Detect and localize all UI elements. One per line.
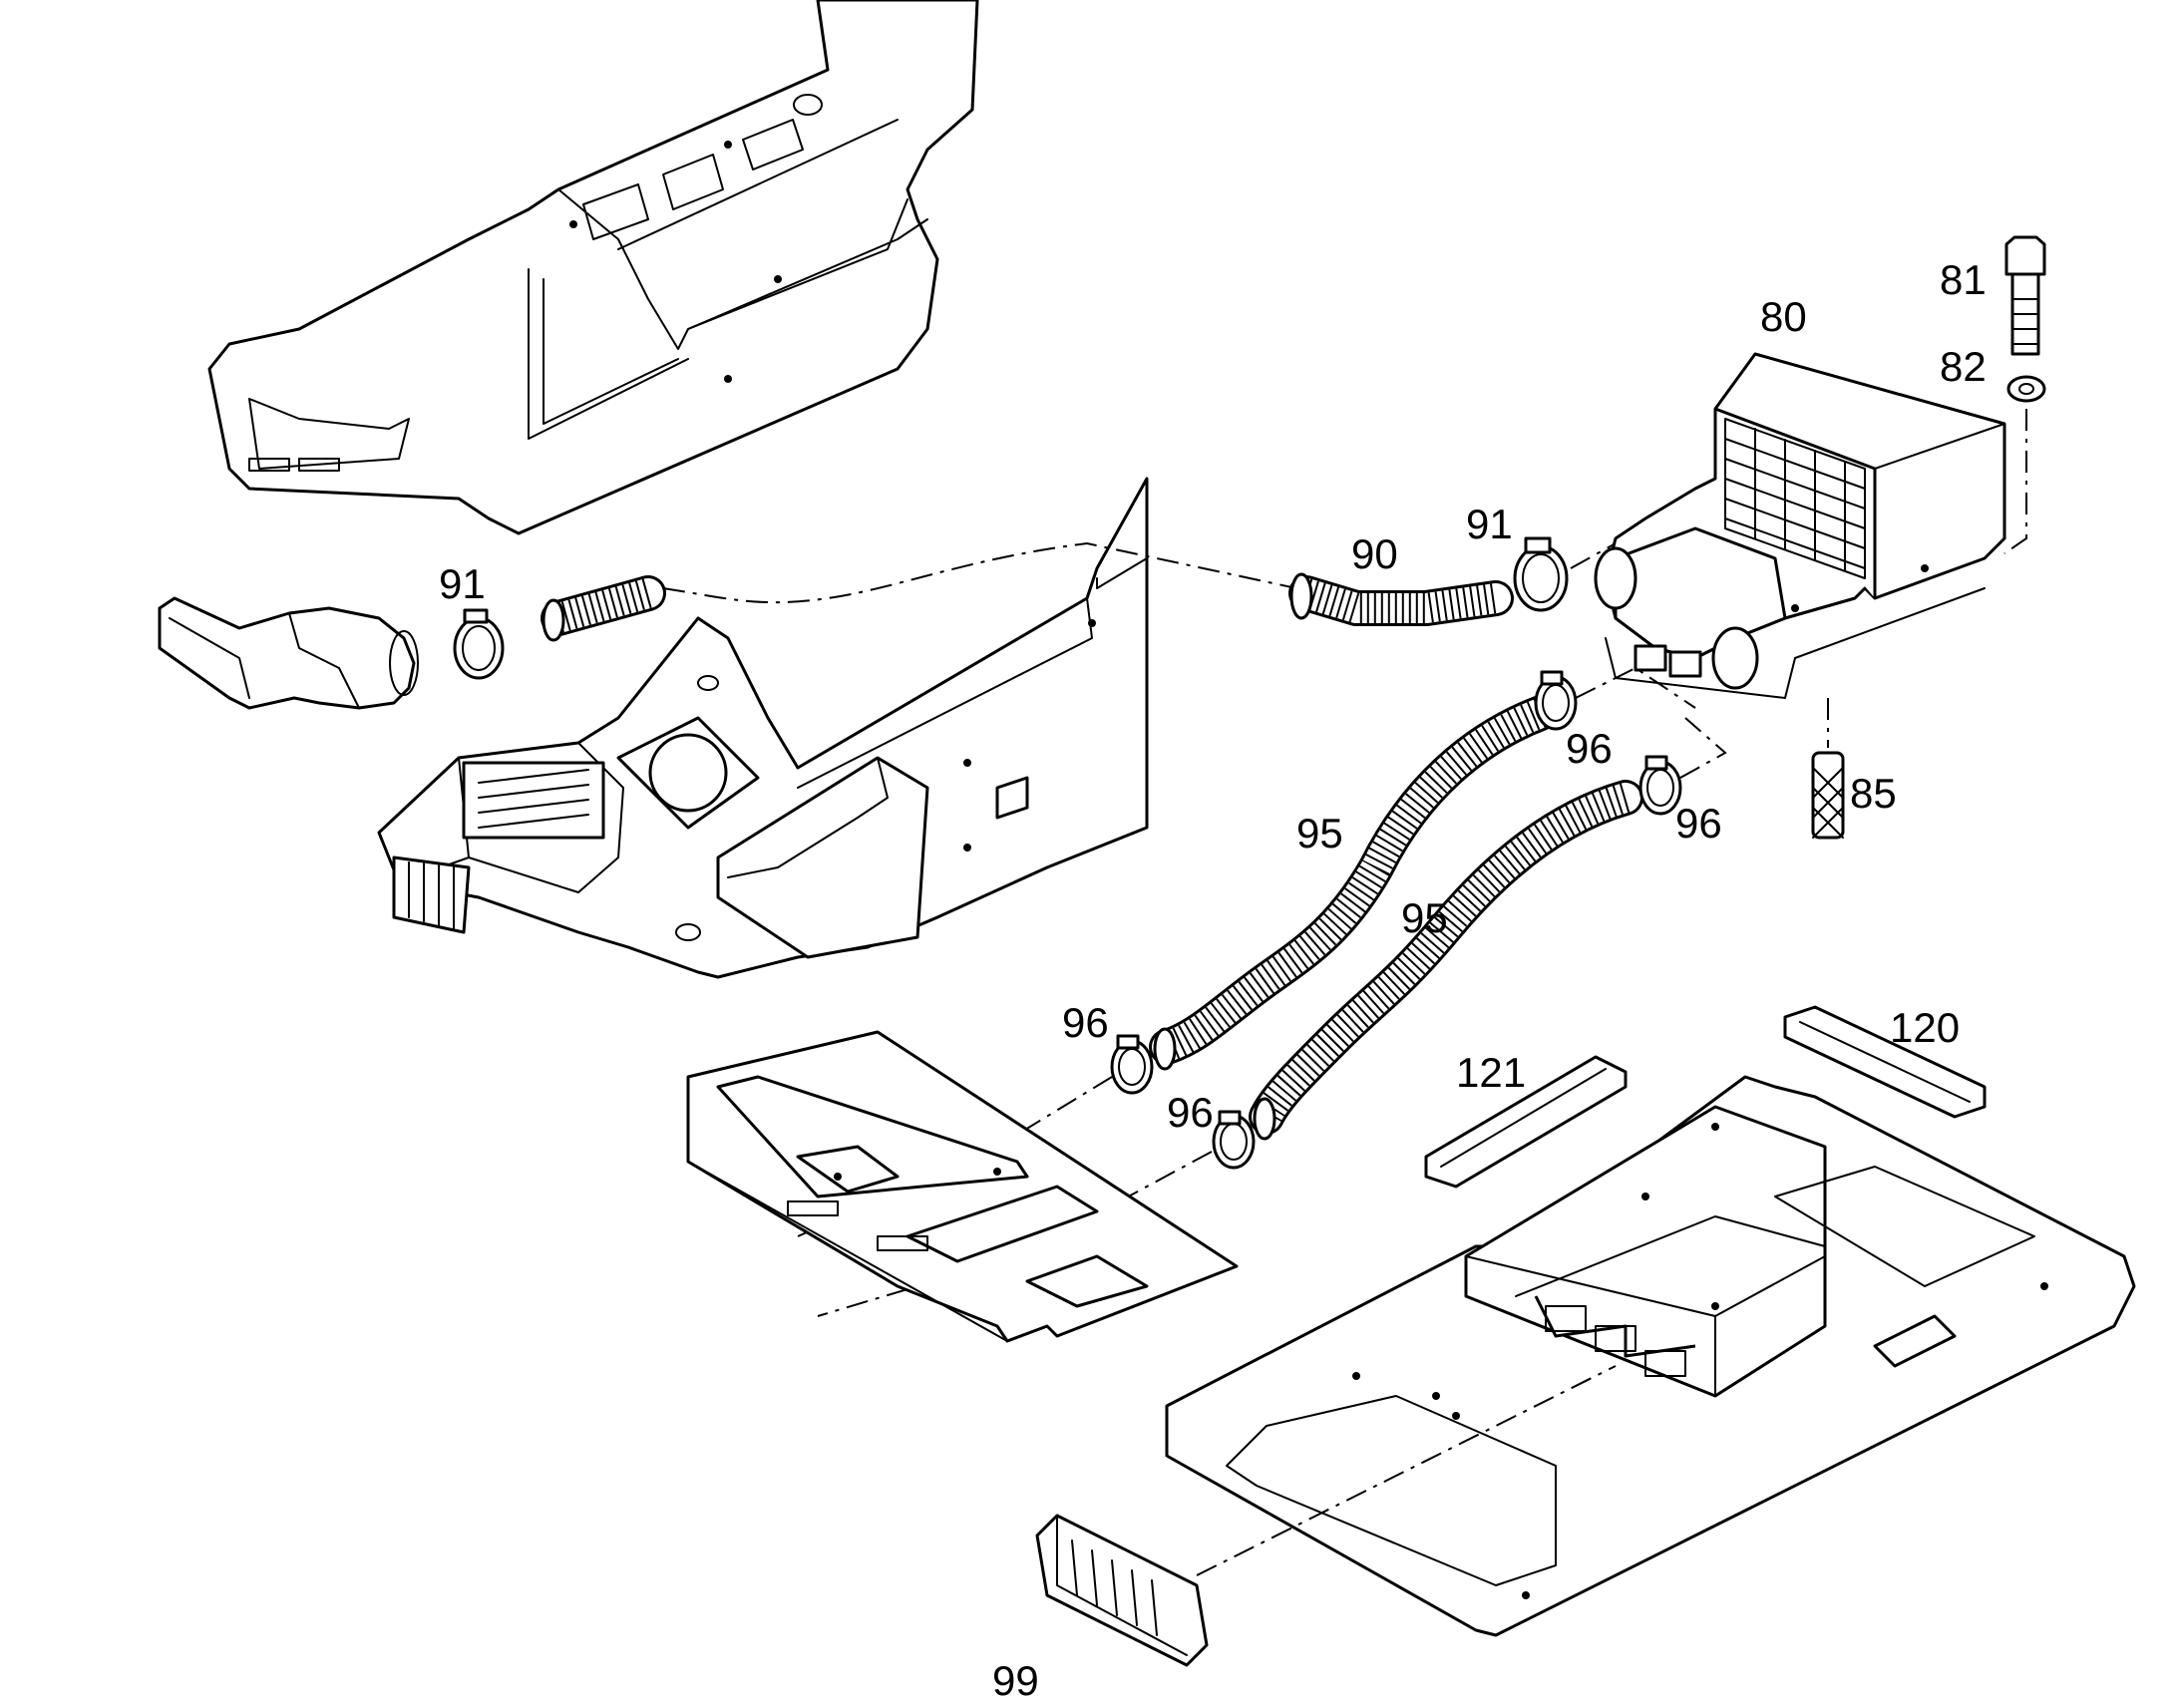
floor-plate-small [686, 1030, 1239, 1343]
bolt-81 [2004, 235, 2046, 356]
callout-96-a: 96 [1566, 725, 1613, 772]
hose-clamp-91-right [1513, 536, 1569, 612]
callout-95-lower: 95 [1401, 894, 1448, 941]
center-console [377, 477, 1149, 979]
callout-91-left: 91 [439, 560, 486, 607]
assembly-line-hose [662, 541, 1297, 604]
floor-plate-large [1165, 1075, 2136, 1637]
heater-unit [1594, 352, 2006, 699]
callout-96-b: 96 [1675, 800, 1722, 847]
callout-80: 80 [1760, 293, 1807, 340]
hose-clamp-96-a [1534, 670, 1578, 731]
hose-90 [1288, 572, 1514, 626]
callout-90: 90 [1351, 530, 1398, 577]
hose-95-lower [1249, 780, 1643, 1141]
washer-82 [2006, 375, 2046, 403]
callout-91-right: 91 [1466, 501, 1513, 547]
callout-95-upper: 95 [1296, 810, 1343, 856]
callout-96-d: 96 [1167, 1089, 1214, 1136]
heater-grille [1724, 418, 1866, 579]
callout-96-c: 96 [1062, 999, 1109, 1046]
seal-strip-121 [1424, 1055, 1628, 1189]
assembly-line-bolt [2003, 409, 2027, 554]
callout-82: 82 [1940, 343, 1987, 390]
console-vent-grille [478, 769, 589, 829]
callout-81: 81 [1940, 256, 1987, 303]
callout-120: 120 [1890, 1004, 1960, 1051]
assembly-line-96a [1575, 666, 1696, 709]
left-air-duct [158, 596, 419, 710]
callout-labels: 80 81 82 85 90 91 91 95 95 96 96 96 96 9… [439, 256, 1987, 1704]
hose-clamp-91-left [453, 608, 505, 680]
callout-121: 121 [1456, 1049, 1526, 1096]
assembly-line-96b [1679, 717, 1727, 779]
callout-99: 99 [992, 1657, 1039, 1704]
assembly-line-vent [1196, 1365, 1617, 1576]
hose-95-upper [1149, 695, 1559, 1071]
assembly-line-clamp-91 [1570, 542, 1617, 569]
short-hose-left [541, 575, 666, 642]
callout-85: 85 [1850, 770, 1897, 817]
spacer-85 [1811, 751, 1845, 840]
upper-dashboard-panel [207, 0, 979, 535]
hose-clamp-96-c [1110, 1034, 1154, 1095]
seal-strip-120 [1783, 1005, 1987, 1119]
hose-clamp-96-b [1638, 755, 1682, 816]
air-vent-99 [1035, 1514, 1209, 1667]
hose-clamp-96-d [1212, 1110, 1256, 1170]
